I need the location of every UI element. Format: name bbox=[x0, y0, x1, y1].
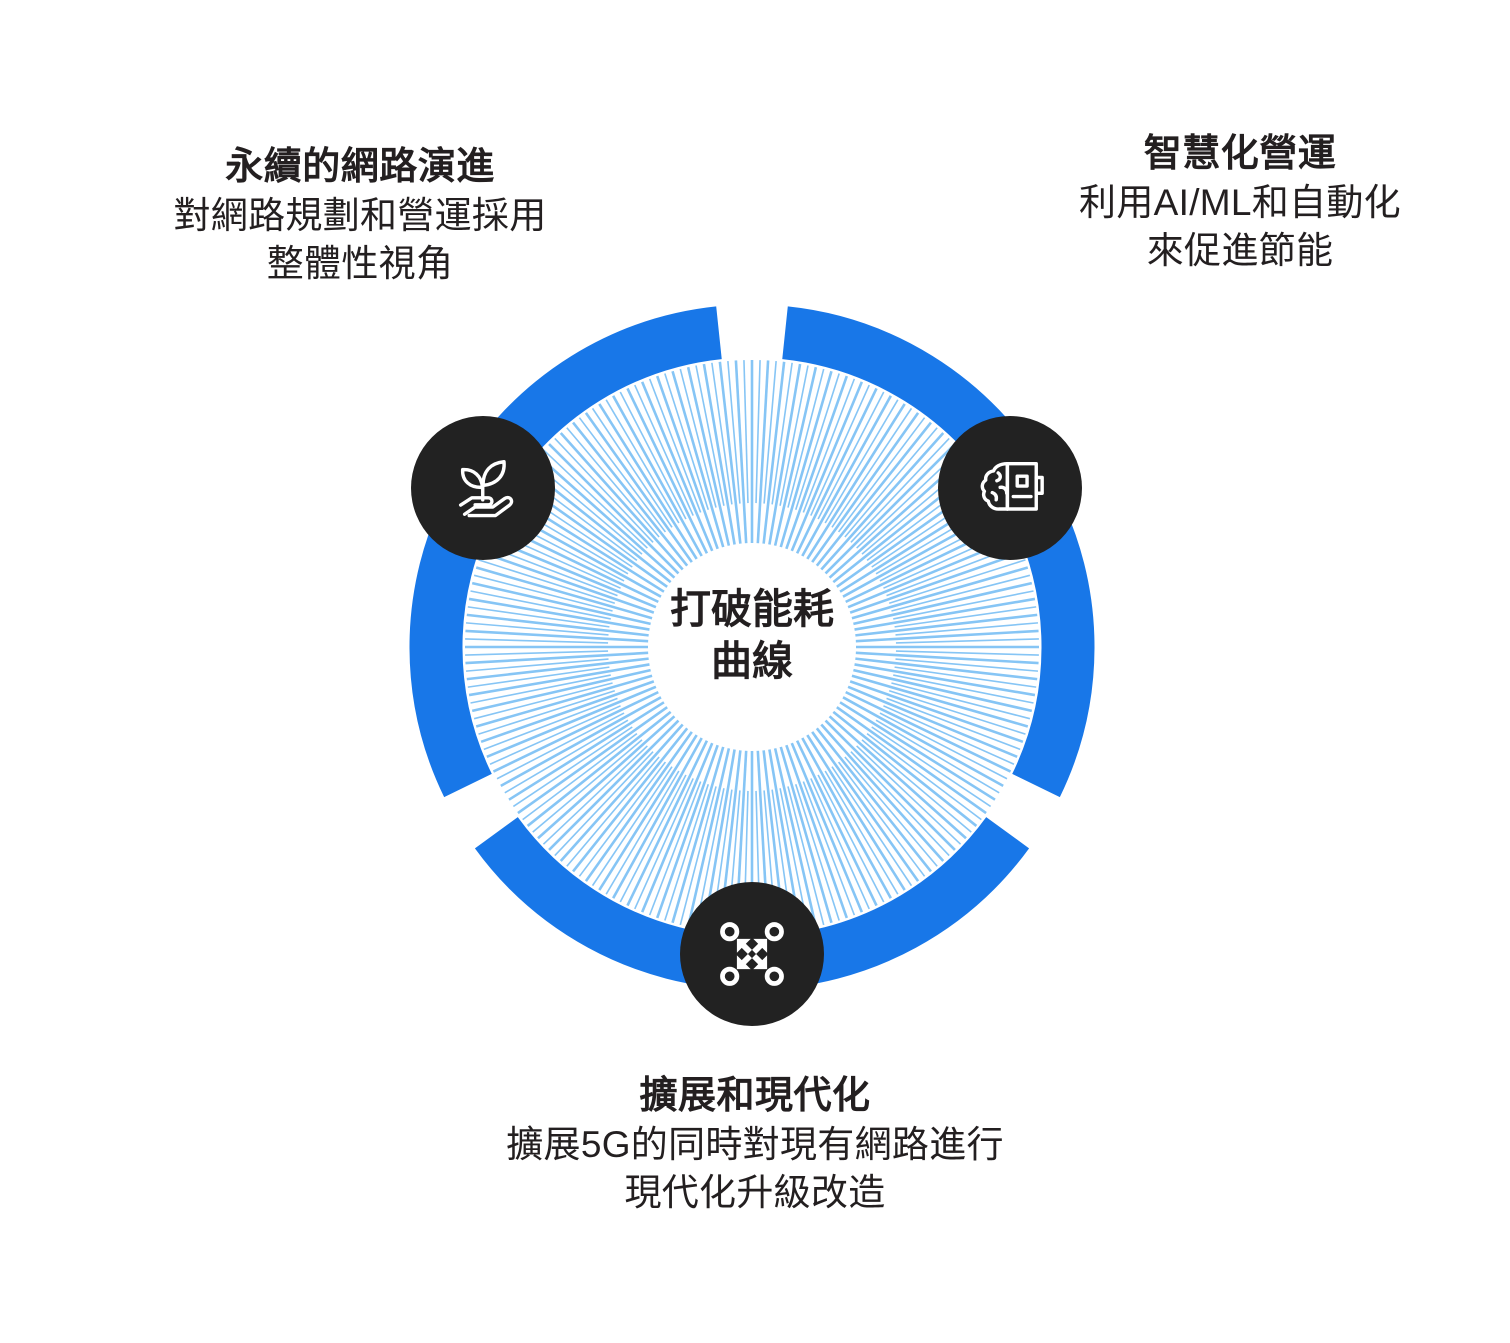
brain-server-icon bbox=[968, 446, 1052, 530]
pillar-title-scale: 擴展和現代化 bbox=[639, 1075, 871, 1117]
pillar-body-line: 現代化升級改造 bbox=[624, 1172, 886, 1214]
expand-nodes-icon bbox=[710, 912, 794, 996]
pillar-body-intelligent: 利用AI/ML和自動化 來促進節能 bbox=[995, 179, 1485, 275]
pillar-label-intelligent-operations: 智慧化營運 利用AI/ML和自動化 來促進節能 bbox=[995, 130, 1485, 276]
pillar-title-sustainable: 永續的網路演進 bbox=[225, 146, 495, 188]
pillar-label-sustainable-network-evolution: 永續的網路演進 對網路規劃和營運採用 整體性視角 bbox=[60, 143, 660, 289]
pillar-icon-badge-sustainable[interactable] bbox=[411, 416, 555, 560]
pillar-body-line: 整體性視角 bbox=[266, 243, 454, 285]
pillar-title-intelligent: 智慧化營運 bbox=[1143, 133, 1337, 175]
pillar-body-sustainable: 對網路規劃和營運採用 整體性視角 bbox=[60, 192, 660, 288]
pillar-body-line: 利用AI/ML和自動化 bbox=[1079, 182, 1401, 224]
pillar-body-line: 對網路規劃和營運採用 bbox=[173, 195, 547, 237]
pillar-body-scale: 擴展5G的同時對現有網路進行 現代化升級改造 bbox=[395, 1121, 1115, 1217]
pillar-body-line: 來促進節能 bbox=[1146, 230, 1334, 272]
pillar-label-scale-and-modernize: 擴展和現代化 擴展5G的同時對現有網路進行 現代化升級改造 bbox=[395, 1072, 1115, 1218]
pillar-body-line: 擴展5G的同時對現有網路進行 bbox=[506, 1124, 1004, 1166]
pillar-icon-badge-intelligent[interactable] bbox=[938, 416, 1082, 560]
pillar-icon-badge-scale[interactable] bbox=[680, 882, 824, 1026]
hand-holding-plant-icon bbox=[441, 446, 525, 530]
